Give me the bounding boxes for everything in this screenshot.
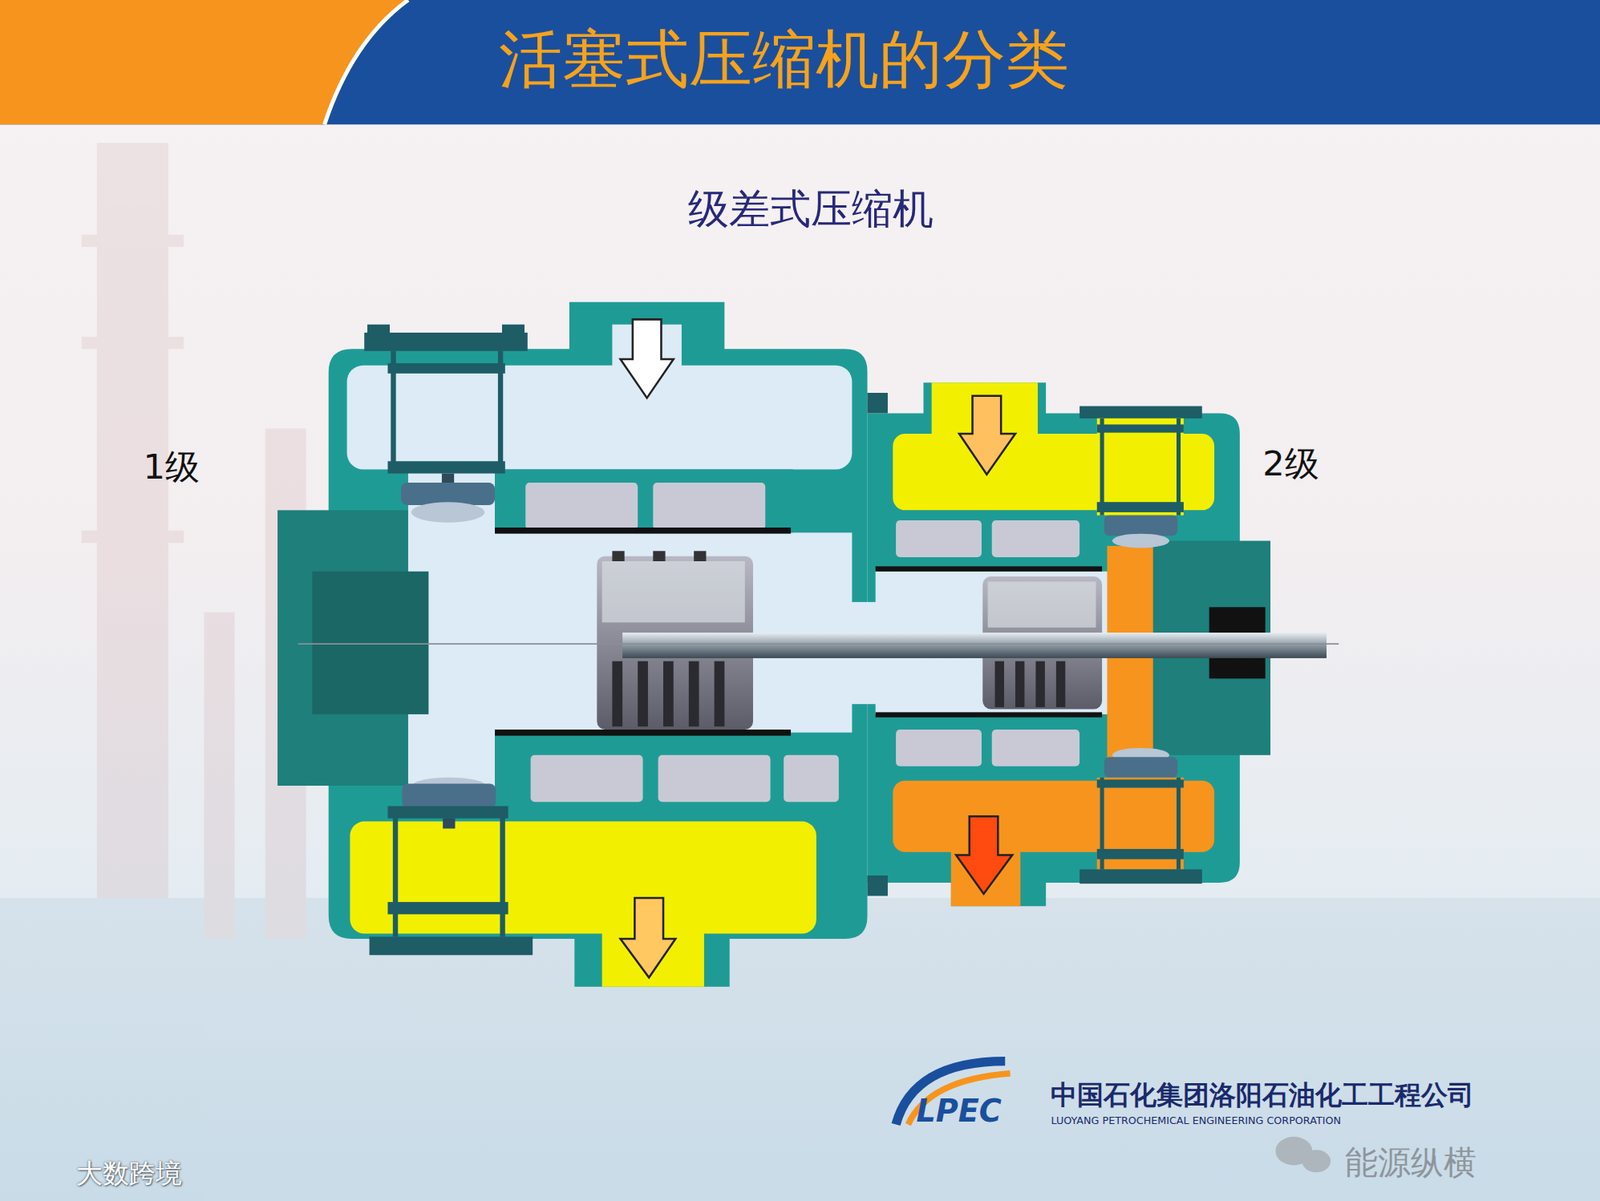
stage-label: 1级	[142, 446, 200, 489]
flow-arrows	[620, 319, 1016, 978]
company-name: 中国石化集团洛阳石油化工工程公司	[1050, 1080, 1475, 1113]
wechat-icon	[1275, 1137, 1331, 1174]
watermark: 大数跨境	[76, 1158, 183, 1191]
stage1-discharge-valve	[369, 777, 534, 956]
slide-title: 活塞式压缩机的分类	[498, 20, 1070, 98]
company-name-english: LUOYANG PETROCHEMICAL ENGINEERING CORPOR…	[1050, 1115, 1341, 1128]
stage1-suction-valve	[364, 324, 528, 523]
stage-label: 2级	[1262, 443, 1320, 486]
watermark: 能源纵横	[1344, 1143, 1477, 1183]
logo-text: LPEC	[916, 1093, 1002, 1131]
pistons	[298, 550, 1340, 730]
refinery-backdrop	[0, 142, 1600, 1201]
header-band	[0, 0, 1600, 125]
diagram-subtitle: 级差式压缩机	[688, 184, 934, 234]
